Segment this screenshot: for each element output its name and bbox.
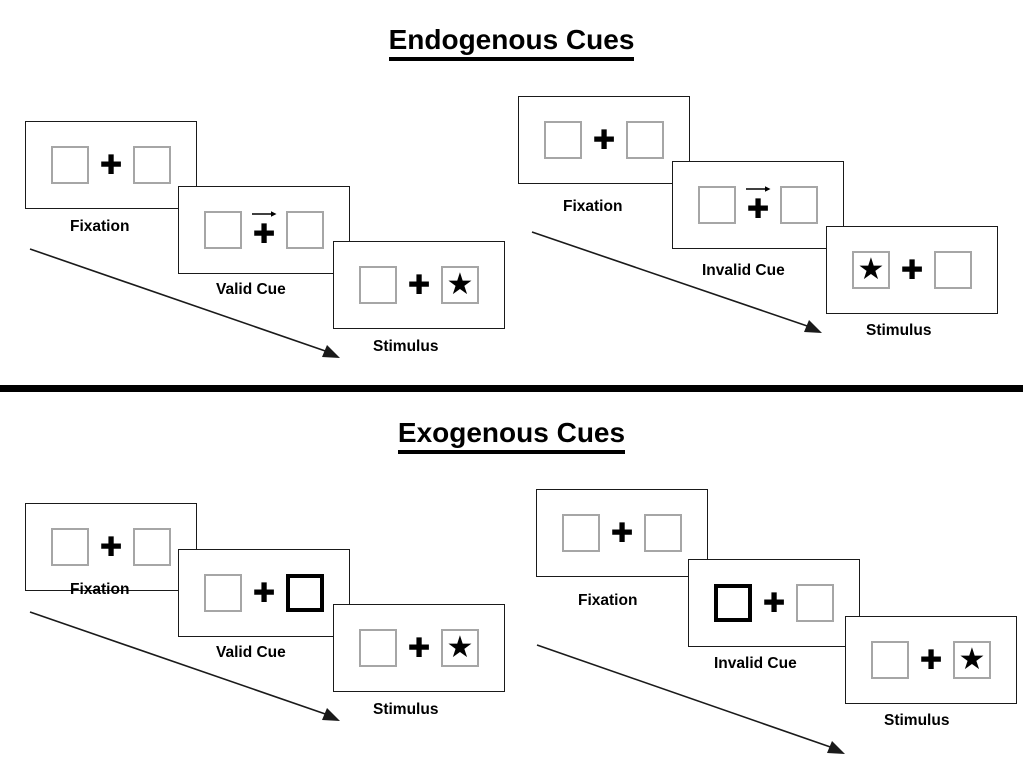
panel-exogenous-invalid-cue: ✚ bbox=[688, 559, 860, 647]
caption-endogenous-invalid-fixation: Fixation bbox=[563, 198, 623, 215]
panel-endogenous-valid-stimulus: ✚ ★ bbox=[333, 241, 505, 329]
placeholder-box-left bbox=[51, 146, 89, 184]
flow-arrow-endogenous-invalid bbox=[531, 231, 822, 333]
fixation-cross-icon: ✚ bbox=[407, 269, 431, 301]
placeholder-box-left bbox=[871, 641, 909, 679]
flow-arrow-exogenous-invalid bbox=[536, 644, 845, 754]
placeholder-box-right-cued bbox=[286, 574, 324, 612]
caption-exogenous-invalid-fixation: Fixation bbox=[578, 592, 638, 609]
caption-endogenous-invalid-stimulus: Stimulus bbox=[866, 322, 932, 339]
placeholder-box-right-with-target: ★ bbox=[441, 266, 479, 304]
placeholder-box-left bbox=[359, 629, 397, 667]
placeholder-box-left bbox=[562, 514, 600, 552]
stimulus-center: ✚ bbox=[909, 637, 953, 683]
star-target-icon: ★ bbox=[958, 642, 986, 676]
placeholder-box-right bbox=[133, 146, 171, 184]
panel-endogenous-invalid-cue: ✚ bbox=[672, 161, 844, 249]
panel-endogenous-valid-fixation: ✚ bbox=[25, 121, 197, 209]
fixation-cross-icon: ✚ bbox=[592, 124, 616, 156]
caption-exogenous-valid-cue: Valid Cue bbox=[216, 644, 286, 661]
flow-arrow-exogenous-valid bbox=[29, 611, 340, 721]
caption-exogenous-valid-fixation: Fixation bbox=[70, 581, 130, 598]
placeholder-box-left bbox=[51, 528, 89, 566]
fixation-cross-icon: ✚ bbox=[610, 517, 634, 549]
panel-exogenous-invalid-stimulus: ✚ ★ bbox=[845, 616, 1017, 704]
placeholder-box-left-cued bbox=[714, 584, 752, 622]
caption-endogenous-valid-stimulus: Stimulus bbox=[373, 338, 439, 355]
stimulus-center: ✚ bbox=[397, 625, 441, 671]
caption-exogenous-valid-stimulus: Stimulus bbox=[373, 701, 439, 718]
caption-endogenous-valid-cue: Valid Cue bbox=[216, 281, 286, 298]
stimulus-center: ✚ bbox=[397, 262, 441, 308]
section-title-exogenous: Exogenous Cues bbox=[0, 417, 1023, 454]
section-title-exogenous-text: Exogenous Cues bbox=[397, 417, 626, 454]
fixation-cross-icon: ✚ bbox=[900, 254, 924, 286]
flow-arrow-endogenous-valid bbox=[29, 248, 340, 358]
placeholder-box-right bbox=[626, 121, 664, 159]
placeholder-box-right bbox=[286, 211, 324, 249]
caption-exogenous-invalid-stimulus: Stimulus bbox=[884, 712, 950, 729]
section-title-endogenous: Endogenous Cues bbox=[0, 24, 1023, 61]
star-target-icon: ★ bbox=[857, 252, 885, 286]
caption-endogenous-invalid-cue: Invalid Cue bbox=[702, 262, 785, 279]
fixation-cross-icon: ✚ bbox=[99, 531, 123, 563]
panel-exogenous-valid-fixation: ✚ bbox=[25, 503, 197, 591]
fixation-center: ✚ bbox=[89, 524, 133, 570]
placeholder-box-right bbox=[133, 528, 171, 566]
fixation-cross-icon: ✚ bbox=[99, 149, 123, 181]
caption-endogenous-valid-fixation: Fixation bbox=[70, 218, 130, 235]
panel-exogenous-valid-cue: ✚ bbox=[178, 549, 350, 637]
placeholder-box-left bbox=[698, 186, 736, 224]
fixation-cross-icon: ✚ bbox=[407, 632, 431, 664]
placeholder-box-left bbox=[204, 574, 242, 612]
panel-exogenous-invalid-fixation: ✚ bbox=[536, 489, 708, 577]
star-target-icon: ★ bbox=[446, 267, 474, 301]
panel-exogenous-valid-stimulus: ✚ ★ bbox=[333, 604, 505, 692]
cue-center: ✚ bbox=[752, 580, 796, 626]
fixation-cross-icon: ✚ bbox=[252, 218, 276, 250]
placeholder-box-right bbox=[780, 186, 818, 224]
fixation-center: ✚ bbox=[600, 510, 644, 556]
fixation-cross-icon: ✚ bbox=[762, 587, 786, 619]
arrow-right-cue-icon bbox=[746, 186, 771, 192]
fixation-center: ✚ bbox=[582, 117, 626, 163]
placeholder-box-left bbox=[544, 121, 582, 159]
arrow-right-cue-icon bbox=[252, 211, 277, 217]
placeholder-box-left bbox=[359, 266, 397, 304]
fixation-cross-icon: ✚ bbox=[252, 577, 276, 609]
fixation-center: ✚ bbox=[89, 142, 133, 188]
cue-center: ✚ bbox=[242, 207, 286, 253]
placeholder-box-right bbox=[934, 251, 972, 289]
fixation-cross-icon: ✚ bbox=[746, 193, 770, 225]
placeholder-box-right bbox=[644, 514, 682, 552]
placeholder-box-right bbox=[796, 584, 834, 622]
placeholder-box-left-with-target: ★ bbox=[852, 251, 890, 289]
section-title-endogenous-text: Endogenous Cues bbox=[388, 24, 635, 61]
placeholder-box-left bbox=[204, 211, 242, 249]
fixation-cross-icon: ✚ bbox=[919, 644, 943, 676]
section-divider bbox=[0, 385, 1023, 392]
cue-center: ✚ bbox=[736, 182, 780, 228]
caption-exogenous-invalid-cue: Invalid Cue bbox=[714, 655, 797, 672]
star-target-icon: ★ bbox=[446, 630, 474, 664]
placeholder-box-right-with-target: ★ bbox=[953, 641, 991, 679]
placeholder-box-right-with-target: ★ bbox=[441, 629, 479, 667]
panel-endogenous-invalid-fixation: ✚ bbox=[518, 96, 690, 184]
cue-center: ✚ bbox=[242, 570, 286, 616]
panel-endogenous-invalid-stimulus: ★ ✚ bbox=[826, 226, 998, 314]
panel-endogenous-valid-cue: ✚ bbox=[178, 186, 350, 274]
stimulus-center: ✚ bbox=[890, 247, 934, 293]
